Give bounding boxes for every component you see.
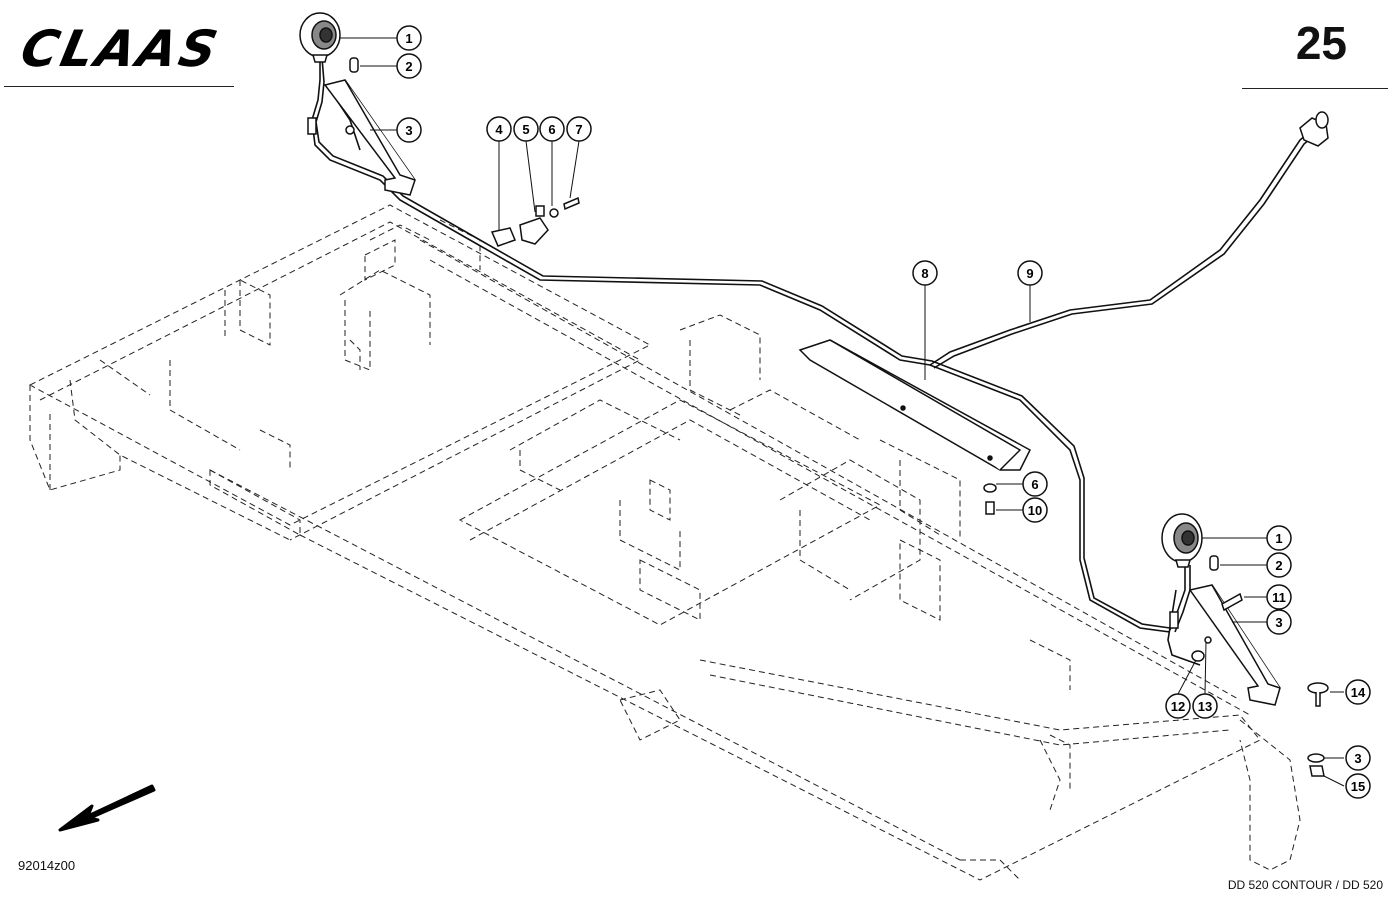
bracket-right xyxy=(1169,584,1281,706)
callout-13: 13 xyxy=(1192,693,1218,719)
svg-text:3: 3 xyxy=(405,123,412,138)
svg-text:6: 6 xyxy=(1031,477,1038,492)
svg-text:6: 6 xyxy=(548,122,555,137)
callout-10: 10 xyxy=(1022,497,1048,523)
svg-text:1: 1 xyxy=(1275,531,1282,546)
svg-text:7: 7 xyxy=(575,122,582,137)
callout-2-right: 2 xyxy=(1266,552,1292,578)
callout-7: 7 xyxy=(566,116,592,142)
svg-text:8: 8 xyxy=(921,266,928,281)
svg-text:3: 3 xyxy=(1275,615,1282,630)
svg-text:15: 15 xyxy=(1351,779,1365,794)
callout-5: 5 xyxy=(513,116,539,142)
svg-text:1: 1 xyxy=(405,31,412,46)
page-number: 25 xyxy=(1295,17,1347,69)
svg-text:10: 10 xyxy=(1028,503,1042,518)
direction-arrow-icon xyxy=(58,784,156,832)
callout-2-top: 2 xyxy=(396,53,422,79)
leader-lines xyxy=(340,37,1345,787)
svg-text:2: 2 xyxy=(1275,558,1282,573)
svg-text:4: 4 xyxy=(495,122,503,137)
svg-text:12: 12 xyxy=(1171,699,1185,714)
drawing-code: 92014z00 xyxy=(18,858,76,873)
callout-3-right: 3 xyxy=(1266,609,1292,635)
svg-text:14: 14 xyxy=(1351,685,1366,700)
callout-1-top: 1 xyxy=(396,25,422,51)
callout-6-top: 6 xyxy=(539,116,565,142)
svg-text:13: 13 xyxy=(1198,699,1212,714)
callout-4: 4 xyxy=(486,116,512,142)
callout-9: 9 xyxy=(1017,260,1043,286)
header-rule-left xyxy=(4,86,234,87)
lamp-assembly-right xyxy=(1161,513,1219,571)
plug-connector xyxy=(1299,111,1329,147)
callout-1-right: 1 xyxy=(1266,525,1292,551)
callout-12: 12 xyxy=(1165,693,1191,719)
svg-text:9: 9 xyxy=(1026,266,1033,281)
svg-text:5: 5 xyxy=(522,122,529,137)
clamp-parts xyxy=(490,196,580,247)
washer-bolt-center xyxy=(983,483,997,515)
svg-text:11: 11 xyxy=(1272,590,1286,605)
callout-3-top: 3 xyxy=(396,117,422,143)
lamp-assembly-left xyxy=(299,12,359,73)
cover-plate xyxy=(798,339,1031,471)
callout-3-bottom: 3 xyxy=(1345,745,1371,771)
callout-6-center: 6 xyxy=(1022,471,1048,497)
svg-text:3: 3 xyxy=(1354,751,1361,766)
svg-text:2: 2 xyxy=(405,59,412,74)
fasteners-right xyxy=(1307,682,1329,777)
callout-11: 11 xyxy=(1266,584,1292,610)
model-label: DD 520 CONTOUR / DD 520 xyxy=(1227,878,1383,892)
header-rule-right xyxy=(1242,88,1388,89)
callout-14: 14 xyxy=(1345,679,1371,705)
callout-8: 8 xyxy=(912,260,938,286)
chassis-frame-outline xyxy=(28,204,1301,881)
callout-15: 15 xyxy=(1345,773,1371,799)
